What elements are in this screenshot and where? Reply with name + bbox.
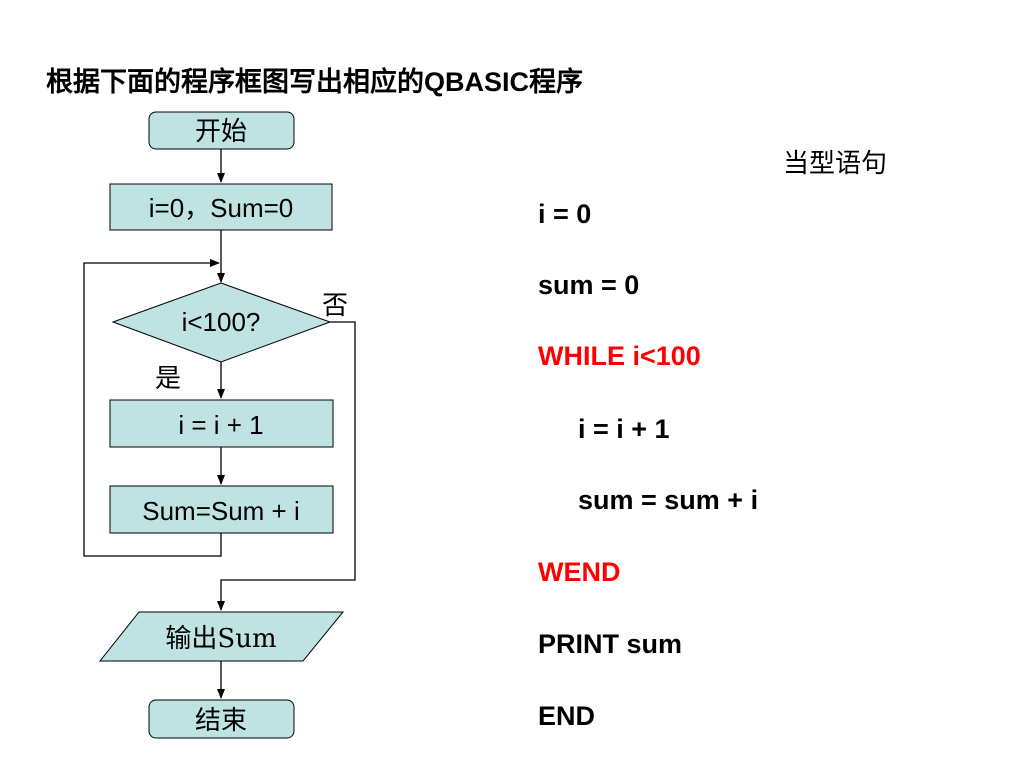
sum-label: Sum=Sum + i [142,496,300,526]
init-label: i=0，Sum=0 [149,193,294,223]
code-line-3: WHILE i<100 [538,341,701,371]
start-terminal [148,111,295,150]
code-line-4: i = i + 1 [578,414,670,444]
end-terminal [148,699,295,739]
start-label: 开始 [195,117,247,147]
code-heading: 当型语句 [783,149,888,179]
code-line-5: sum = sum + i [578,485,759,515]
slide-title: 根据下面的程序框图写出相应的QBASIC程序 [46,67,584,97]
condition-label: i<100? [182,307,261,337]
yes-label: 是 [155,364,181,394]
increment-process [109,399,334,448]
end-label: 结束 [195,706,247,736]
code-line-1: i = 0 [538,199,592,229]
init-process [109,183,333,231]
code-line-2: sum = 0 [538,270,640,300]
increment-label: i = i + 1 [178,410,263,440]
code-line-8: END [538,701,596,731]
output-io [98,611,345,662]
flowchart-connectors [83,149,356,699]
code-line-6: WEND [538,557,621,587]
loop-back-line [83,259,222,557]
no-label: 否 [322,291,348,321]
no-branch-line [217,321,356,611]
condition-decision [111,282,332,363]
output-label: 输出Sum [165,624,276,654]
sum-process [109,485,334,534]
code-line-7: PRINT sum [538,629,683,659]
